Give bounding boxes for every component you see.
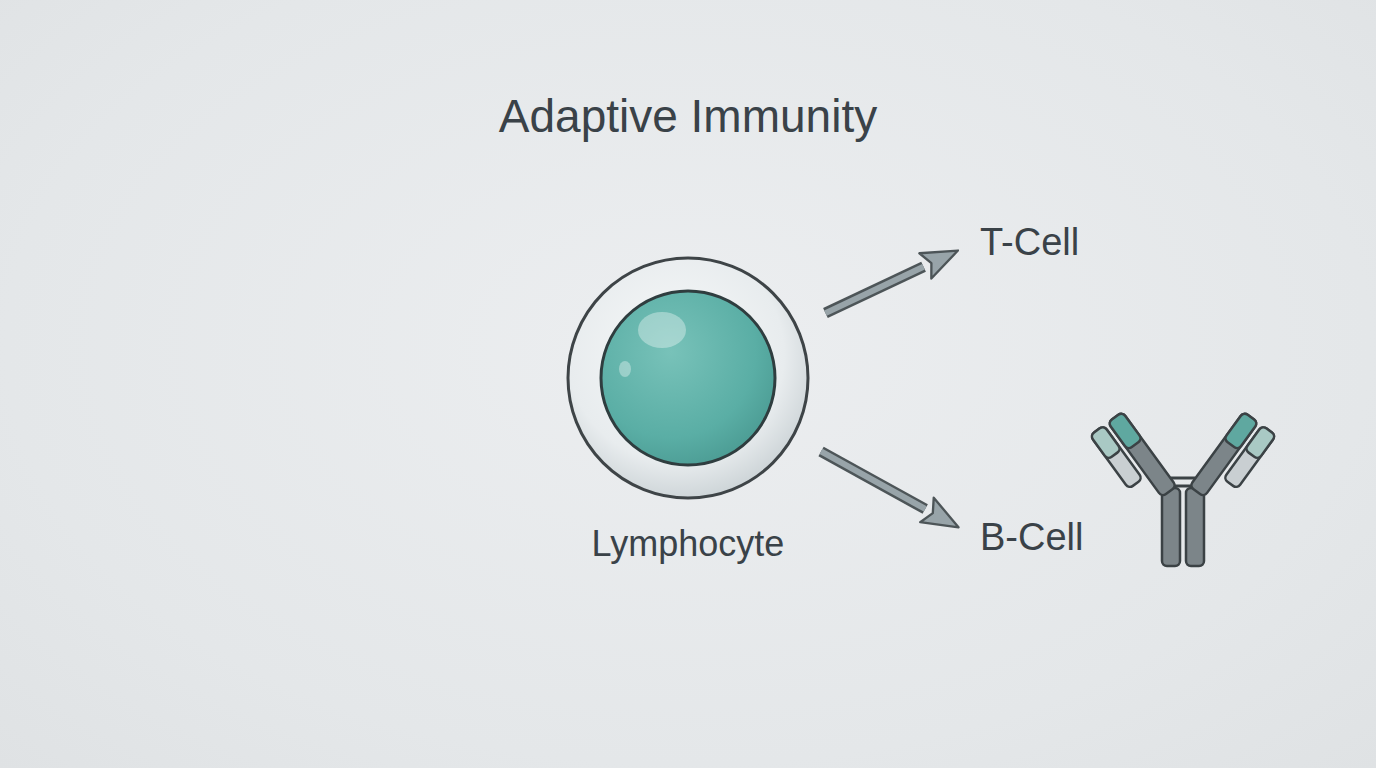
nucleus-highlight: [638, 312, 686, 348]
cell-circle: Lymphocyte: [560, 255, 816, 575]
arrow-outline: [821, 451, 925, 509]
cell-type-label-box: T-Cell: [976, 213, 1126, 271]
antibody-arm: [1190, 412, 1276, 510]
antibody-hinge: [1171, 477, 1195, 480]
antibody-icon: [1090, 412, 1276, 566]
arrow-shaft: [821, 451, 925, 509]
connector-arrow: [821, 451, 925, 509]
cell-type-label-box: B-Cell: [976, 508, 1126, 566]
antibody-stem: [1162, 488, 1180, 566]
connector-arrow: [825, 267, 923, 313]
arrow-outline: [825, 267, 923, 313]
antibody-hinge: [1171, 485, 1195, 488]
antibody-arm: [1090, 412, 1176, 510]
nucleus-highlight: [619, 361, 631, 377]
cell-nucleus: [601, 291, 775, 465]
arrow-shaft: [825, 267, 923, 313]
cell-membrane: [568, 258, 808, 498]
cell-type-label: T-Cell: [980, 213, 1126, 271]
antibody-stem: [1186, 488, 1204, 566]
cell-label: Lymphocyte: [560, 521, 816, 568]
diagram-title: Adaptive Immunity: [288, 84, 1088, 148]
cell-type-label: B-Cell: [980, 508, 1126, 566]
